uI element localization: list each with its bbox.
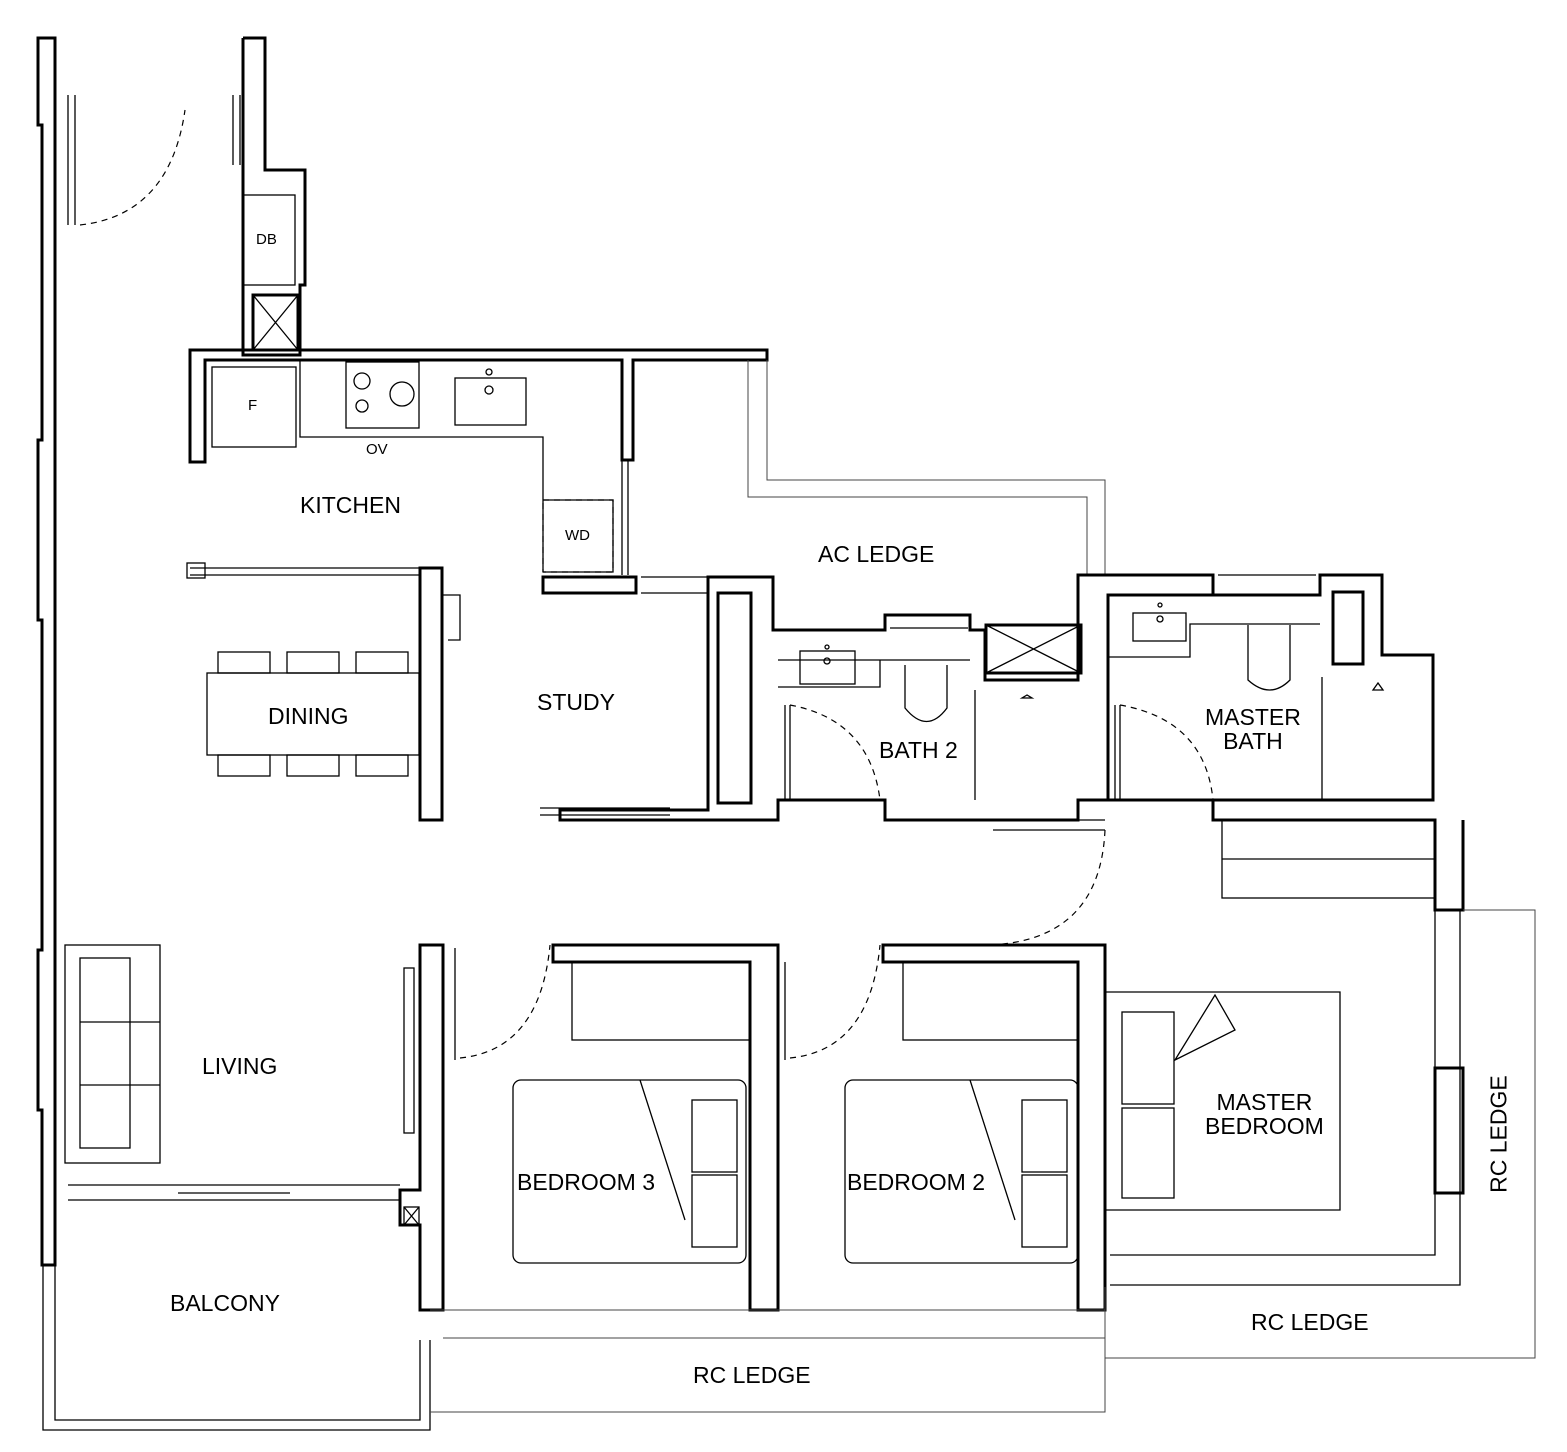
fridge-label: F <box>248 397 258 414</box>
master-bath-toilet <box>1247 625 1291 691</box>
db-label: DB <box>256 231 277 248</box>
cooktop <box>345 361 420 429</box>
bath2-shower <box>984 623 1083 675</box>
room-ac-ledge: AC LEDGE <box>818 541 935 567</box>
kitchen-sink <box>454 377 527 426</box>
study-wardrobe <box>716 591 753 805</box>
room-living: LIVING <box>202 1053 278 1079</box>
bath-study-wall <box>558 573 1215 822</box>
entrance-wall <box>241 36 307 357</box>
bedroom2-bed <box>844 1079 1079 1264</box>
bedroom3-bed <box>512 1079 747 1264</box>
room-study: STUDY <box>537 689 615 715</box>
room-master-bath: MASTER BATH <box>1205 704 1301 755</box>
master-bath-sink <box>1132 612 1187 642</box>
master-bath-shower <box>1331 590 1365 666</box>
bedroom3-wall <box>551 943 780 1312</box>
room-rc-ledge-right-bottom: RC LEDGE <box>1251 1309 1369 1335</box>
room-bedroom3: BEDROOM 3 <box>517 1169 656 1195</box>
room-bedroom2: BEDROOM 2 <box>847 1169 986 1195</box>
ac-ledge-outline <box>747 360 1106 575</box>
rc-ledge-outline <box>430 909 1536 1413</box>
entrance-door-swing <box>79 109 186 226</box>
bedroom2-wall <box>881 943 1107 1312</box>
room-rc-ledge-bottom: RC LEDGE <box>693 1362 811 1388</box>
bedroom2-wardrobe <box>902 961 1079 1041</box>
bedroom3-wardrobe <box>571 961 751 1041</box>
bath2-sink <box>799 650 856 685</box>
master-bed <box>1105 991 1341 1211</box>
oven-label: OV <box>366 441 388 458</box>
master-window <box>1433 1066 1465 1195</box>
room-dining: DINING <box>268 703 349 729</box>
room-kitchen: KITCHEN <box>300 492 401 518</box>
room-bath2: BATH 2 <box>879 737 958 763</box>
bath2-toilet <box>904 665 948 723</box>
room-master-bedroom: MASTER BEDROOM <box>1205 1089 1324 1140</box>
room-balcony: BALCONY <box>170 1290 280 1316</box>
washer-dryer <box>542 499 614 573</box>
db-closet <box>242 194 296 286</box>
living-east-wall <box>398 943 445 1312</box>
dining-partition <box>418 566 444 822</box>
master-bedroom-door-swing <box>989 829 1106 946</box>
balcony-outline <box>42 1265 431 1431</box>
fridge <box>211 366 297 448</box>
room-rc-ledge-right: RC LEDGE <box>1485 1075 1512 1193</box>
master-bath-wall <box>1108 573 1435 802</box>
west-wall <box>36 36 57 1267</box>
washer-dryer-label: WD <box>565 527 590 544</box>
sofa <box>79 957 131 1149</box>
